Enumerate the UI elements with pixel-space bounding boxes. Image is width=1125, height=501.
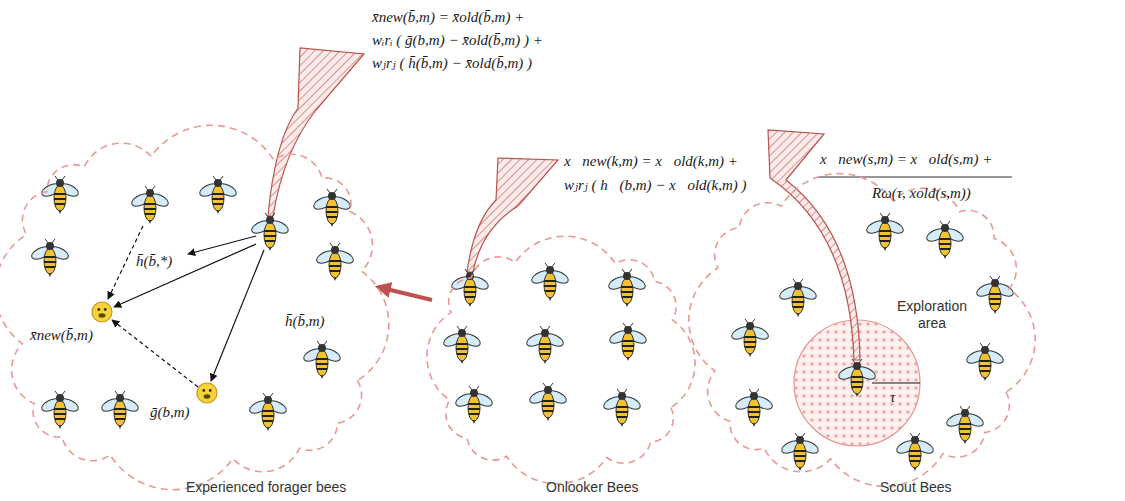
- bee-icon: [925, 221, 965, 259]
- solution-face: [197, 383, 217, 403]
- radius-line: [872, 382, 920, 383]
- bee-icon: [250, 213, 290, 251]
- cloud-outline-path: [689, 174, 1035, 487]
- symbol-label: x̄new(b̄,m): [30, 326, 93, 344]
- equation-line: x⃗new(k,m) = x⃗old(k,m) +: [564, 152, 738, 170]
- bee-icon: [130, 186, 170, 224]
- group-label: Experienced forager bees: [186, 478, 346, 496]
- bee-icon: [607, 269, 647, 307]
- callout-pointer: [268, 48, 364, 216]
- equation-line: Rω(τ, xold(s,m)): [872, 184, 971, 202]
- area-label: Exploration area: [893, 298, 971, 332]
- bee-icon: [975, 276, 1015, 314]
- symbol-label: τ: [890, 388, 895, 406]
- bee-icon: [528, 383, 568, 421]
- bee-icon: [454, 386, 494, 424]
- bee-icon: [965, 343, 1005, 381]
- bee-icon: [40, 391, 80, 429]
- equation-line: wⱼrⱼ ( h̄(b̄,m) − x̄old(b̄,m) ): [372, 54, 532, 72]
- bee-icon: [198, 176, 238, 214]
- bee-icon: [895, 433, 935, 471]
- equation-line: x̄new(b̄,m) = x̄old(b̄,m) +: [372, 8, 524, 26]
- bee-icon: [302, 341, 342, 379]
- bee-icon: [530, 263, 570, 301]
- bee-icon: [248, 393, 288, 431]
- callout-pointer: [467, 158, 558, 272]
- equation-line: wᵢrᵢ ( ḡ(b,m) − x̄old(b̄,m) ) +: [372, 31, 543, 49]
- symbol-label: ḡ(b,m): [150, 403, 190, 421]
- bee-icon: [730, 319, 770, 357]
- bee-icon: [100, 391, 140, 429]
- bee-icon: [525, 326, 565, 364]
- cloud-outline-path: [427, 236, 695, 484]
- solid-arrow: [114, 244, 256, 307]
- bee-icon: [442, 326, 482, 364]
- bee-icon: [312, 189, 352, 227]
- equation-line: wⱼrⱼ ( h⃗(b,m) − x⃗old(k,m) ): [564, 176, 747, 194]
- bee-icon: [780, 433, 820, 471]
- bee-group-cloud: Scout Bees: [698, 185, 1026, 497]
- flow-arrow: [378, 287, 432, 300]
- bee-icon: [602, 389, 642, 427]
- symbol-label: h̄(b̄,*): [136, 252, 172, 270]
- cloud-outline: [432, 245, 690, 475]
- dashed-arrow: [112, 320, 198, 387]
- bee-icon: [30, 239, 70, 277]
- symbol-label: h̄(b̄,m): [285, 312, 325, 330]
- solid-arrow: [211, 250, 264, 381]
- group-label: Scout Bees: [880, 478, 952, 496]
- bee-group-cloud: Onlooker Bees: [432, 245, 690, 497]
- group-label: Onlooker Bees: [546, 478, 639, 496]
- bee-icon: [315, 243, 355, 281]
- bee-icon: [945, 406, 985, 444]
- bee-icon: [608, 323, 648, 361]
- cloud-outline: [698, 185, 1026, 475]
- bee-icon: [837, 359, 877, 397]
- cloud-outline: [6, 140, 378, 475]
- bee-icon: [734, 389, 774, 427]
- solution-face: [92, 302, 112, 322]
- bee-icon: [865, 213, 905, 251]
- solid-arrow: [188, 236, 256, 254]
- cloud-outline-path: [0, 125, 389, 489]
- equation-line: x⃗new(s,m) = x⃗old(s,m) +: [820, 150, 992, 168]
- fraction-line: [818, 177, 1012, 178]
- bee-icon: [450, 269, 490, 307]
- bee-icon: [40, 176, 80, 214]
- bee-icon: [778, 279, 818, 317]
